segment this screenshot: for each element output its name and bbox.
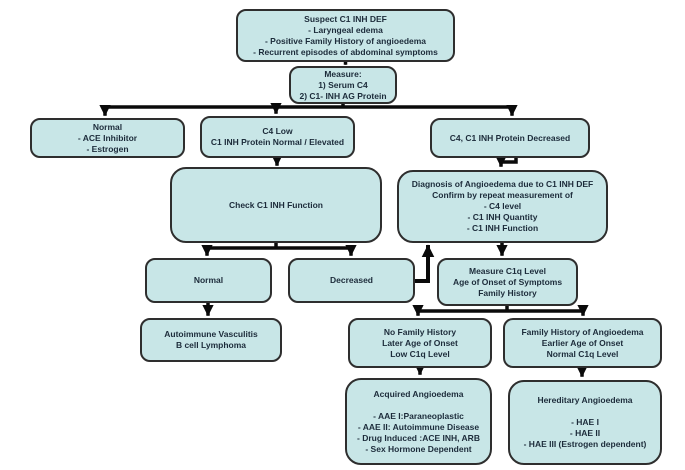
node-text-line: - Drug Induced :ACE INH, ARB bbox=[357, 432, 480, 443]
node-text-line: Later Age of Onset bbox=[382, 337, 458, 348]
node-hereditary-angioedema: Hereditary Angioedema - HAE I - HAE II -… bbox=[508, 380, 662, 465]
node-text-line: Normal bbox=[92, 121, 123, 132]
node-text-line: - HAE III (Estrogen dependent) bbox=[523, 439, 647, 449]
node-text-line: Check C1 INH Function bbox=[229, 199, 323, 210]
node-text-line: - HAE II bbox=[569, 428, 601, 438]
node-c4-low: C4 Low C1 INH Protein Normal / Elevated bbox=[200, 116, 355, 158]
node-text-line: - Laryngeal edema bbox=[308, 24, 383, 35]
connector-check-function-trunk bbox=[205, 241, 353, 250]
node-text-line: - Recurrent episodes of abdominal sympto… bbox=[253, 46, 438, 57]
node-text-line: - Sex Hormone Dependent bbox=[365, 443, 472, 454]
connector-measure-c1q-trunk bbox=[416, 304, 585, 313]
node-text-line: - AAE II: Autoimmune Disease bbox=[357, 421, 480, 432]
node-text-line: Confirm by repeat measurement of bbox=[432, 190, 573, 200]
node-text-line: C1 INH Protein Normal / Elevated bbox=[210, 137, 345, 147]
node-text-line: Low C1q Level bbox=[390, 348, 450, 359]
node-diagnosis-angioedema: Diagnosis of Angioedema due to C1 INH DE… bbox=[397, 170, 608, 243]
node-acquired-angioedema: Acquired Angioedema - AAE I:Paraneoplast… bbox=[345, 378, 492, 465]
node-c4-c1-inh-decreased: C4, C1 INH Protein Decreased bbox=[430, 118, 590, 158]
node-text-line: Measure: bbox=[324, 68, 362, 79]
node-text-line: B cell Lymphoma bbox=[175, 340, 247, 350]
node-function-normal: Normal bbox=[145, 258, 272, 303]
node-text-line: Suspect C1 INH DEF bbox=[304, 13, 387, 24]
node-text-line: - C1 INH Quantity bbox=[467, 212, 538, 222]
node-measure-c1q-level: Measure C1q Level Age of Onset of Sympto… bbox=[437, 258, 578, 306]
node-autoimmune-vasculitis: Autoimmune Vasculitis B cell Lymphoma bbox=[140, 318, 282, 362]
node-text-line: 2) C1- INH AG Protein bbox=[299, 90, 387, 101]
node-text-line: - C4 level bbox=[483, 201, 522, 211]
node-text-line: - Estrogen bbox=[86, 143, 129, 154]
node-text-line: Decreased bbox=[329, 275, 373, 285]
node-measure-serum: Measure: 1) Serum C4 2) C1- INH AG Prote… bbox=[289, 66, 397, 104]
node-text-line: - ACE Inhibitor bbox=[77, 132, 138, 143]
node-text-line: - Positive Family History of angioedema bbox=[264, 35, 427, 46]
node-text-line: - HAE I bbox=[571, 417, 599, 427]
node-text-line: 1) Serum C4 bbox=[318, 79, 368, 90]
node-text-line: Family History bbox=[478, 287, 537, 298]
node-text-line: Age of Onset of Symptoms bbox=[452, 276, 563, 287]
node-text-line: Normal bbox=[193, 275, 224, 285]
node-text-line: No Family History bbox=[383, 326, 457, 337]
node-text-line: C4 Low bbox=[262, 126, 293, 136]
node-text-line: Acquired Angioedema bbox=[373, 388, 464, 399]
node-text-line: Hereditary Angioedema bbox=[537, 395, 633, 405]
arrow-decreased-to-diagnosis bbox=[413, 244, 435, 283]
node-family-history-angioedema: Family History of Angioedema Earlier Age… bbox=[503, 318, 662, 368]
node-text-line: Normal C1q Level bbox=[546, 348, 619, 359]
node-normal-ace-estrogen: Normal - ACE Inhibitor - Estrogen bbox=[30, 118, 185, 158]
node-function-decreased: Decreased bbox=[288, 258, 415, 303]
node-suspect-c1-inh-def: Suspect C1 INH DEF - Laryngeal edema - P… bbox=[236, 9, 455, 62]
node-text-line: - C1 INH Function bbox=[466, 223, 539, 233]
node-check-c1-inh-function: Check C1 INH Function bbox=[170, 167, 382, 243]
node-no-family-history: No Family History Later Age of Onset Low… bbox=[348, 318, 492, 368]
node-text-line: - AAE I:Paraneoplastic bbox=[373, 410, 464, 421]
node-text-line: Autoimmune Vasculitis bbox=[164, 329, 258, 339]
node-text-line: Diagnosis of Angioedema due to C1 INH DE… bbox=[411, 179, 594, 189]
node-text-line: Measure C1q Level bbox=[468, 265, 546, 276]
node-text-line: C4, C1 INH Protein Decreased bbox=[449, 132, 571, 143]
node-text-line: Earlier Age of Onset bbox=[541, 337, 624, 348]
arrow-c4-decreased-to-diagnosis bbox=[495, 156, 518, 168]
node-text-line: Family History of Angioedema bbox=[521, 326, 644, 337]
